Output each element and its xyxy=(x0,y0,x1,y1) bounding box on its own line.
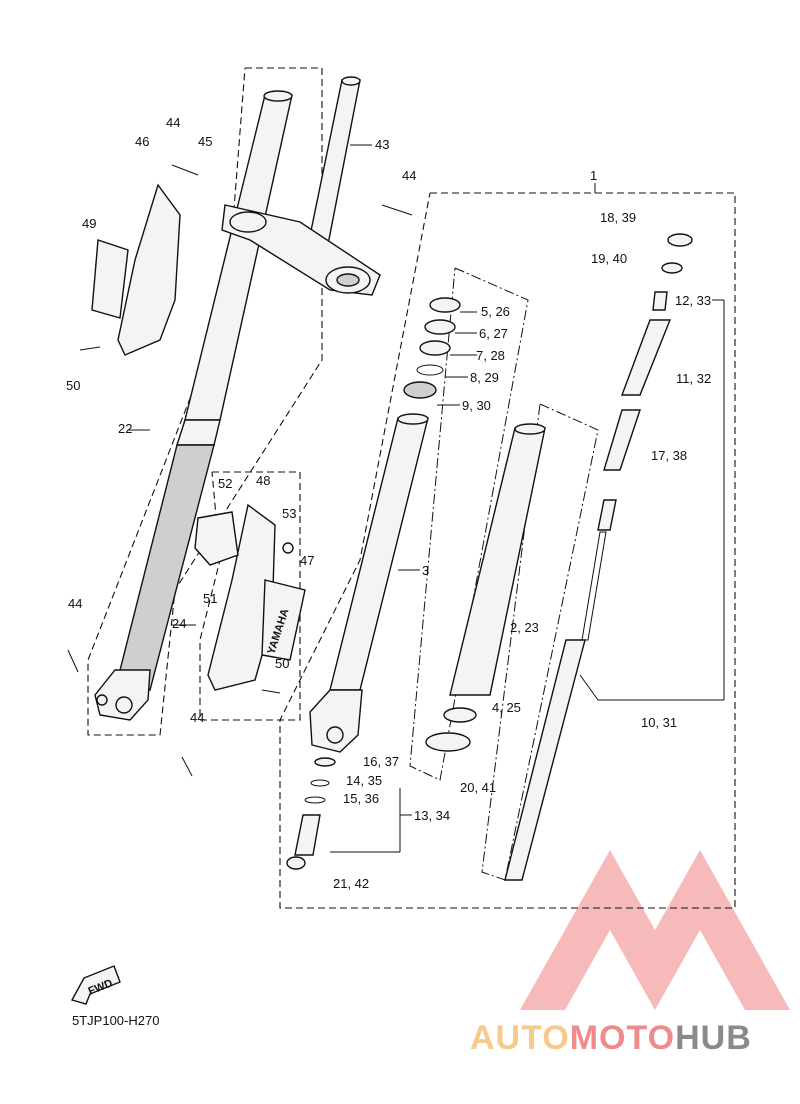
label-14-35: 14, 35 xyxy=(346,773,382,788)
watermark-part-auto: AUTO xyxy=(470,1019,570,1057)
label-1: 1 xyxy=(590,168,597,183)
label-9-30: 9, 30 xyxy=(462,398,491,413)
watermark-part-moto: MOTO xyxy=(569,1019,676,1057)
label-18-39: 18, 39 xyxy=(600,210,636,225)
label-20-41: 20, 41 xyxy=(460,780,496,795)
label-43: 43 xyxy=(375,137,389,152)
label-5-26: 5, 26 xyxy=(481,304,510,319)
label-53: 53 xyxy=(282,506,296,521)
label-44-top: 44 xyxy=(166,115,180,130)
label-51: 51 xyxy=(203,591,217,606)
watermark-brand-text: AUTOMOTOHUB xyxy=(470,1018,752,1058)
label-50-upper: 50 xyxy=(66,378,80,393)
watermark-logo-mark xyxy=(520,850,790,1010)
label-11-32: 11, 32 xyxy=(676,371,711,386)
label-16-37: 16, 37 xyxy=(363,754,399,769)
label-8-29: 8, 29 xyxy=(470,370,499,385)
fork-guard-lower xyxy=(194,503,306,691)
label-6-27: 6, 27 xyxy=(479,326,508,341)
label-4-25: 4, 25 xyxy=(492,700,521,715)
seals-stack xyxy=(403,297,461,399)
seal-kit-outline xyxy=(409,267,529,781)
fork-guard-upper xyxy=(91,183,181,356)
label-17-38: 17, 38 xyxy=(651,448,687,463)
label-50-lower: 50 xyxy=(275,656,289,671)
label-49: 49 xyxy=(82,216,96,231)
label-2-23: 2, 23 xyxy=(510,620,539,635)
watermark-part-hub: HUB xyxy=(675,1019,752,1057)
label-24: 24 xyxy=(172,616,186,631)
label-19-40: 19, 40 xyxy=(591,251,627,266)
label-13-34: 13, 34 xyxy=(414,808,450,823)
label-46: 46 xyxy=(135,134,149,149)
base-valve-parts xyxy=(286,757,336,870)
label-44-left: 44 xyxy=(68,596,82,611)
label-10-31: 10, 31 xyxy=(641,715,677,730)
label-45: 45 xyxy=(198,134,212,149)
label-52: 52 xyxy=(218,476,232,491)
fork-assembly-1-outline xyxy=(279,192,736,909)
outer-tube xyxy=(309,413,429,753)
label-21-42: 21, 42 xyxy=(333,876,369,891)
label-44-clamp: 44 xyxy=(402,168,416,183)
assembled-fork-left xyxy=(94,90,293,721)
label-22: 22 xyxy=(118,421,132,436)
bolts xyxy=(67,164,413,777)
label-48: 48 xyxy=(256,473,270,488)
label-44-bottom: 44 xyxy=(190,710,204,725)
fwd-arrow-icon: FWD xyxy=(70,965,121,1005)
label-47: 47 xyxy=(300,553,314,568)
label-3: 3 xyxy=(422,563,429,578)
label-15-36: 15, 36 xyxy=(343,791,379,806)
steering-stem-clamp xyxy=(221,76,381,296)
inner-tube xyxy=(425,423,546,752)
diagram-code: 5TJP100-H270 xyxy=(72,1013,160,1028)
label-7-28: 7, 28 xyxy=(476,348,505,363)
damper-rod-assembly xyxy=(504,233,693,881)
label-12-33: 12, 33 xyxy=(675,293,711,308)
leader-lines xyxy=(128,144,725,853)
